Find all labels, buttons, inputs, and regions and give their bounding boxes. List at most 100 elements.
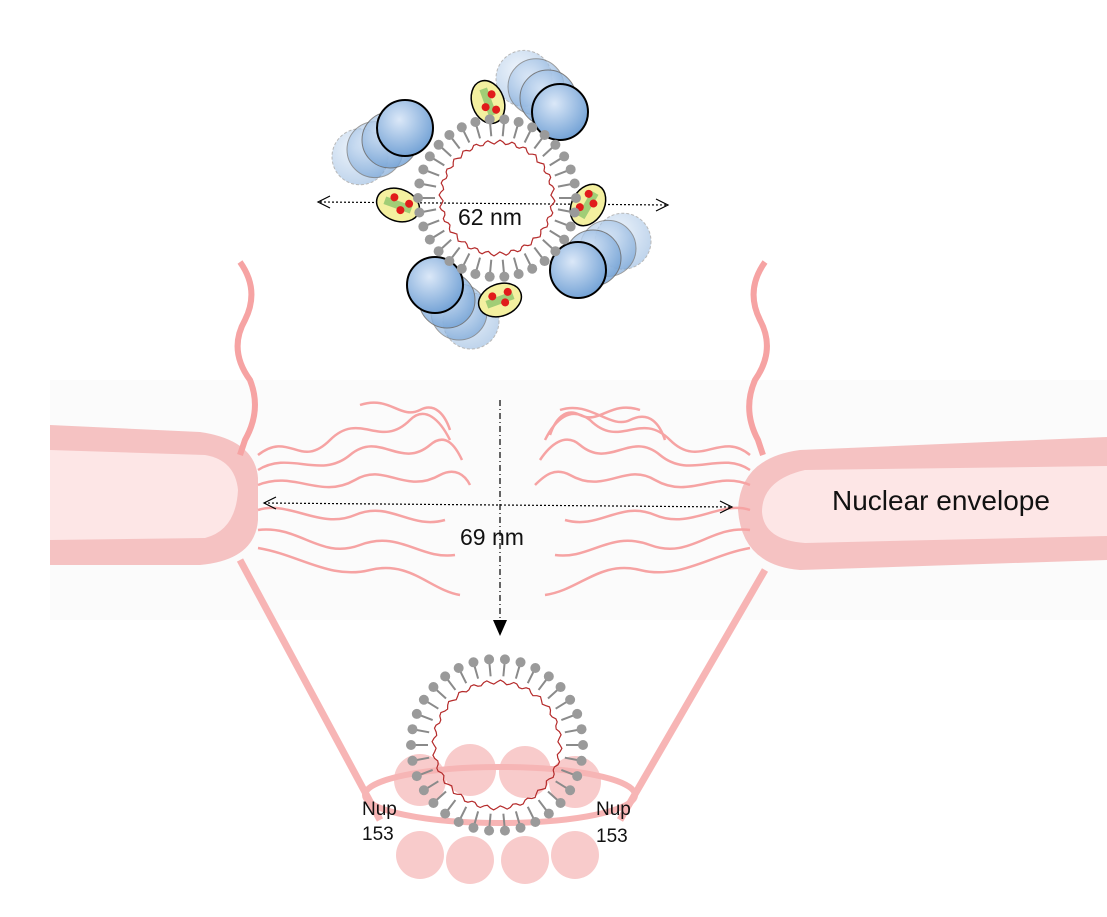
lipid-tail <box>431 157 445 167</box>
lipid-head <box>433 139 444 150</box>
pore-diameter-arrow <box>262 496 734 514</box>
lipid-head <box>411 771 422 782</box>
lipid-tail <box>547 688 560 700</box>
lipid-head <box>453 663 464 674</box>
lipid-head <box>550 139 561 150</box>
lipid-head <box>550 246 561 257</box>
lipid-head <box>418 164 429 175</box>
lipid-tail <box>446 678 457 691</box>
lipid-head <box>499 825 510 836</box>
nup153-right-line1: Nup <box>596 799 631 820</box>
lipid-head <box>470 117 481 128</box>
nuclear-envelope-label: Nuclear envelope <box>832 485 1050 516</box>
lipid-head <box>569 178 580 189</box>
lipid-tail <box>462 253 471 267</box>
lipid-tail <box>415 728 430 734</box>
lipid-head <box>576 724 587 735</box>
lipid-tail <box>514 664 521 679</box>
lipid-tail <box>459 670 468 684</box>
lipid-head <box>576 755 587 766</box>
lipid-head <box>424 151 435 162</box>
lipid-head <box>411 708 422 719</box>
lipid-tail <box>415 756 430 762</box>
lipid-head <box>513 268 524 279</box>
lipid-tail <box>555 780 569 790</box>
lipid-tail <box>475 124 481 139</box>
lipid-head <box>453 816 464 827</box>
lipid-tail <box>514 811 521 826</box>
lipid-head <box>444 256 455 267</box>
lipid-head <box>565 694 576 705</box>
lipid-head <box>555 797 566 808</box>
lipid-tail <box>526 806 535 820</box>
lipid-head <box>456 263 467 274</box>
lipid-tail <box>425 780 439 790</box>
lipid-head <box>484 271 495 282</box>
nup153-right-line2: 153 <box>596 826 628 847</box>
lipid-head <box>468 822 479 833</box>
lipid-head <box>565 785 576 796</box>
lipid-tail <box>513 257 519 272</box>
lipid-tail <box>434 790 447 802</box>
lipid-tail <box>462 129 471 143</box>
lipid-head <box>571 193 581 203</box>
lipid-tail <box>434 688 447 700</box>
kinase-complex <box>375 187 421 223</box>
lipid-tail <box>549 229 563 239</box>
kinase-complex <box>470 79 506 125</box>
lipid-tail <box>488 813 492 828</box>
lipid-tail <box>422 208 437 213</box>
cytoplasmic-filaments <box>234 260 770 456</box>
capsid-with-antibodies <box>331 49 652 350</box>
lipid-tail <box>440 146 452 157</box>
kinase-complex <box>477 282 523 318</box>
lipid-head <box>406 740 416 750</box>
antibody-domain <box>376 99 434 157</box>
lipid-tail <box>547 790 560 802</box>
lipid-tail <box>475 257 481 272</box>
docked-capsid <box>406 654 588 836</box>
lipid-tail <box>533 136 544 150</box>
lipid-tail <box>501 259 506 274</box>
lipid-tail <box>501 122 506 137</box>
lipid-head <box>527 263 538 274</box>
lipid-tail <box>473 664 480 679</box>
lipid-tail <box>446 799 457 812</box>
lipid-tail <box>554 169 569 177</box>
lipid-head <box>527 122 538 133</box>
lipid-tail <box>523 129 532 143</box>
lipid-head <box>539 256 550 267</box>
lipid-tail <box>513 124 519 139</box>
lipid-head <box>414 207 425 218</box>
lipid-tail <box>450 136 461 150</box>
lipid-tail <box>564 756 579 762</box>
lipid-head <box>444 129 455 140</box>
lipid-head <box>499 271 510 282</box>
lipid-tail <box>564 728 579 734</box>
lipid-tail <box>533 246 544 260</box>
lipid-tail <box>542 146 554 157</box>
lipid-tail <box>425 169 440 177</box>
lipid-head <box>440 671 451 682</box>
lipid-tail <box>419 768 434 776</box>
lipid-head <box>515 822 526 833</box>
pore-diameter-label: 69 nm <box>460 524 524 550</box>
lipid-tail <box>523 253 532 267</box>
lipid-head <box>414 178 425 189</box>
lipid-head <box>418 221 429 232</box>
capsid-diameter-label: 62 nm <box>458 204 522 230</box>
lipid-head <box>565 221 576 232</box>
lipid-head <box>578 740 588 750</box>
lipid-tail <box>473 811 480 826</box>
lipid-tail <box>488 259 493 274</box>
lipid-head <box>530 663 541 674</box>
lipid-tail <box>488 122 493 137</box>
lipid-head <box>499 114 510 125</box>
antibody-domain <box>549 241 607 299</box>
lipid-head <box>428 797 439 808</box>
lipid-head <box>428 682 439 693</box>
lipid-head <box>543 808 554 819</box>
nuclear-envelope-right <box>738 437 1107 570</box>
